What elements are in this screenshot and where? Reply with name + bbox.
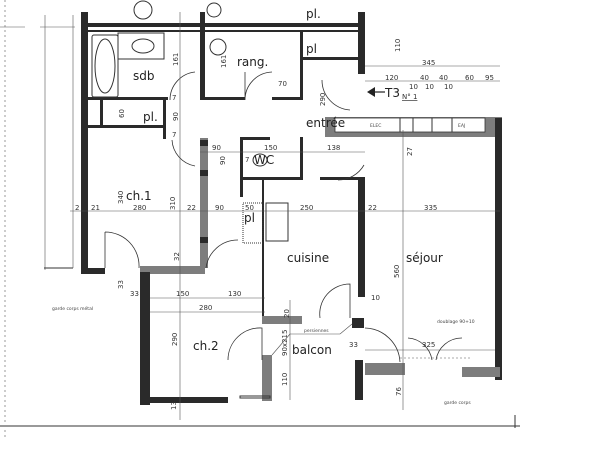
room-entree: entrée bbox=[306, 116, 345, 130]
dimension: 33 bbox=[130, 290, 139, 298]
dimension: 22 bbox=[187, 204, 196, 212]
unit-number: N° 1 bbox=[402, 93, 417, 101]
room-pl-right: pl bbox=[306, 42, 317, 56]
dimension: 90x215 bbox=[281, 330, 289, 356]
dimension: 10 bbox=[409, 83, 418, 91]
dimension-lines bbox=[70, 12, 500, 420]
dimension: 60 bbox=[465, 74, 474, 82]
dimension: 70 bbox=[278, 80, 287, 88]
dimension: 60 bbox=[118, 109, 126, 118]
note-doublage: doublage 90+10 bbox=[437, 319, 475, 325]
dimension: 120 bbox=[385, 74, 398, 82]
unit-label: T3 bbox=[384, 86, 400, 100]
dimension: 290 bbox=[171, 333, 179, 346]
dimension: 7 bbox=[172, 94, 176, 102]
fixtures bbox=[91, 0, 289, 244]
dimension: 280 bbox=[133, 204, 146, 212]
dimension: 130 bbox=[228, 290, 241, 298]
room-pl-top: pl. bbox=[306, 7, 321, 21]
dimension: 40 bbox=[420, 74, 429, 82]
room-sejour: séjour bbox=[406, 251, 443, 265]
dimension: 10 bbox=[444, 83, 453, 91]
note-elec: ELEC bbox=[370, 123, 381, 129]
dimension: 138 bbox=[327, 144, 340, 152]
dimension: 161 bbox=[172, 53, 180, 66]
dimension: 560 bbox=[393, 265, 401, 278]
dimensions: 110 345 120 40 40 60 95 10 10 10 161 161… bbox=[75, 39, 494, 410]
dimension: 110 bbox=[394, 39, 402, 52]
dimension: 90 bbox=[219, 156, 227, 165]
door-swings bbox=[104, 71, 470, 363]
dimension: 90 bbox=[212, 144, 221, 152]
room-wc: WC bbox=[254, 153, 274, 167]
dimension: 90 bbox=[215, 204, 224, 212]
dimension: 335 bbox=[424, 204, 437, 212]
unit-marker: T3 N° 1 bbox=[367, 86, 417, 101]
dimension: 22 bbox=[368, 204, 377, 212]
dimension: 21 bbox=[91, 204, 100, 212]
outer-guides bbox=[0, 0, 520, 440]
dimension: 33 bbox=[349, 341, 358, 349]
note-eaj: EAJ bbox=[458, 123, 465, 129]
dimension: 2 bbox=[75, 204, 79, 212]
dimension: 250 bbox=[300, 204, 313, 212]
dimension: 345 bbox=[422, 59, 435, 67]
dimension: 13 bbox=[170, 401, 178, 410]
dimension: 32 bbox=[173, 252, 181, 261]
dimension: 110 bbox=[281, 373, 289, 386]
dimension: 90 bbox=[172, 112, 180, 121]
annotations: garde corps métal garde corps doublage 9… bbox=[52, 123, 475, 406]
dimension: 7 bbox=[172, 131, 176, 139]
room-sdb: sdb bbox=[133, 69, 155, 83]
dimension: 280 bbox=[199, 304, 212, 312]
dimension: 95 bbox=[485, 74, 494, 82]
dimension: 27 bbox=[406, 147, 414, 156]
dimension: 7 bbox=[245, 156, 249, 164]
note-garde-corps-metal: garde corps métal bbox=[52, 305, 93, 312]
room-ch1: ch.1 bbox=[126, 189, 152, 203]
room-pl-kitchen: pl bbox=[244, 211, 255, 225]
room-labels: sdb rang. pl. pl. pl entrée WC ch.1 pl c… bbox=[126, 7, 443, 357]
dimension: 76 bbox=[395, 387, 403, 396]
dimension: 10 bbox=[425, 83, 434, 91]
dimension: 310 bbox=[169, 197, 177, 210]
walls bbox=[81, 12, 502, 405]
room-cuisine: cuisine bbox=[287, 251, 329, 265]
dimension: 340 bbox=[117, 191, 125, 204]
dimension: 290 bbox=[319, 93, 327, 106]
dimension: 40 bbox=[439, 74, 448, 82]
room-ch2: ch.2 bbox=[193, 339, 219, 353]
dimension: 20 bbox=[283, 309, 291, 318]
room-pl-sdb: pl. bbox=[143, 110, 158, 124]
note-garde-corps: garde corps bbox=[444, 400, 471, 406]
room-balcon: balcon bbox=[292, 343, 332, 357]
dimension: 33 bbox=[117, 280, 125, 289]
dimension: 150 bbox=[264, 144, 277, 152]
note-persiennes: persiennes bbox=[304, 328, 329, 334]
dimension: 150 bbox=[176, 290, 189, 298]
dimension: 50 bbox=[245, 204, 254, 212]
dimension: 161 bbox=[220, 55, 228, 68]
dimension: 10 bbox=[371, 294, 380, 302]
arrow-icon bbox=[367, 87, 375, 97]
dimension: 325 bbox=[422, 341, 435, 349]
room-rang: rang. bbox=[237, 55, 268, 69]
